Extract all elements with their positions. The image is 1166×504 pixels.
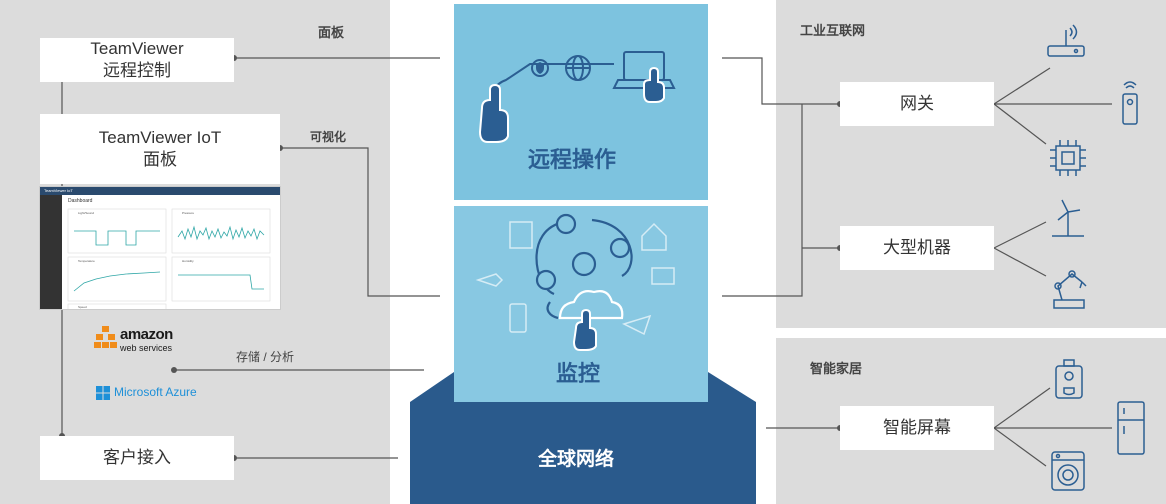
iot-box-line2: 面板 bbox=[143, 150, 177, 169]
robot-arm-icon bbox=[1053, 270, 1087, 309]
teamviewer-iot-box: TeamViewer IoT 面板 bbox=[40, 114, 280, 184]
smart-home-header: 智能家居 bbox=[810, 361, 863, 376]
monitoring-illustration bbox=[475, 213, 675, 351]
router-icon bbox=[1047, 24, 1085, 57]
monitoring-title: 监控 bbox=[556, 361, 601, 386]
iot-box-line1: TeamViewer IoT bbox=[98, 128, 222, 147]
teamviewer-remote-box: TeamViewer 远程控制 bbox=[40, 38, 234, 82]
wind-turbine-icon bbox=[1052, 199, 1084, 237]
dashboard-sidebar bbox=[40, 195, 62, 309]
dashboard-charts bbox=[67, 208, 271, 309]
global-network-title: 全球网络 bbox=[538, 449, 615, 470]
amazon-sub: web services bbox=[120, 343, 173, 353]
panel-header: 面板 bbox=[318, 25, 345, 40]
storage-analysis-label: 存储 / 分析 bbox=[236, 350, 295, 364]
remote-operation-illustration bbox=[478, 51, 676, 143]
visualization-label: 可视化 bbox=[310, 130, 347, 144]
widget-temperature: Temperature bbox=[78, 259, 95, 263]
client-access-box: 客户接入 bbox=[40, 436, 234, 480]
washing-machine-icon bbox=[1051, 451, 1085, 491]
refrigerator-icon bbox=[1117, 401, 1145, 455]
industrial-iot-panel bbox=[776, 0, 1166, 328]
azure-label: Microsoft Azure bbox=[114, 385, 197, 399]
widget-light-sound: Light/Sound bbox=[78, 211, 95, 215]
dashboard-topbar: TeamViewer IoT bbox=[40, 187, 280, 195]
dashboard-thumbnail: TeamViewer IoT Dashboard Light/Sound Pre… bbox=[39, 186, 281, 310]
remote-operation-title: 远程操作 bbox=[528, 147, 617, 172]
remote-box-line1: TeamViewer bbox=[90, 39, 184, 58]
large-machine-box: 大型机器 bbox=[840, 226, 994, 270]
amazon-word: amazon bbox=[120, 326, 173, 343]
gateway-box: 网关 bbox=[840, 82, 994, 126]
amazon-logo: amazon web services bbox=[94, 324, 184, 358]
industrial-iot-header: 工业互联网 bbox=[800, 23, 866, 38]
dashboard-title: Dashboard bbox=[68, 198, 93, 204]
remote-box-line2: 远程控制 bbox=[103, 61, 171, 80]
windows-icon bbox=[96, 386, 110, 400]
chip-icon bbox=[1050, 140, 1086, 176]
shield-icon bbox=[536, 62, 544, 74]
dashboard-app-name: TeamViewer IoT bbox=[44, 188, 73, 193]
widget-speed: Speed bbox=[78, 305, 87, 309]
widget-pressure: Pressure bbox=[182, 211, 195, 215]
aws-cube-icon bbox=[94, 326, 117, 348]
coffee-machine-icon bbox=[1055, 359, 1083, 399]
widget-humidity: Humidity bbox=[182, 259, 194, 263]
remote-control-icon bbox=[1122, 81, 1138, 125]
smart-screen-box: 智能屏幕 bbox=[840, 406, 994, 450]
